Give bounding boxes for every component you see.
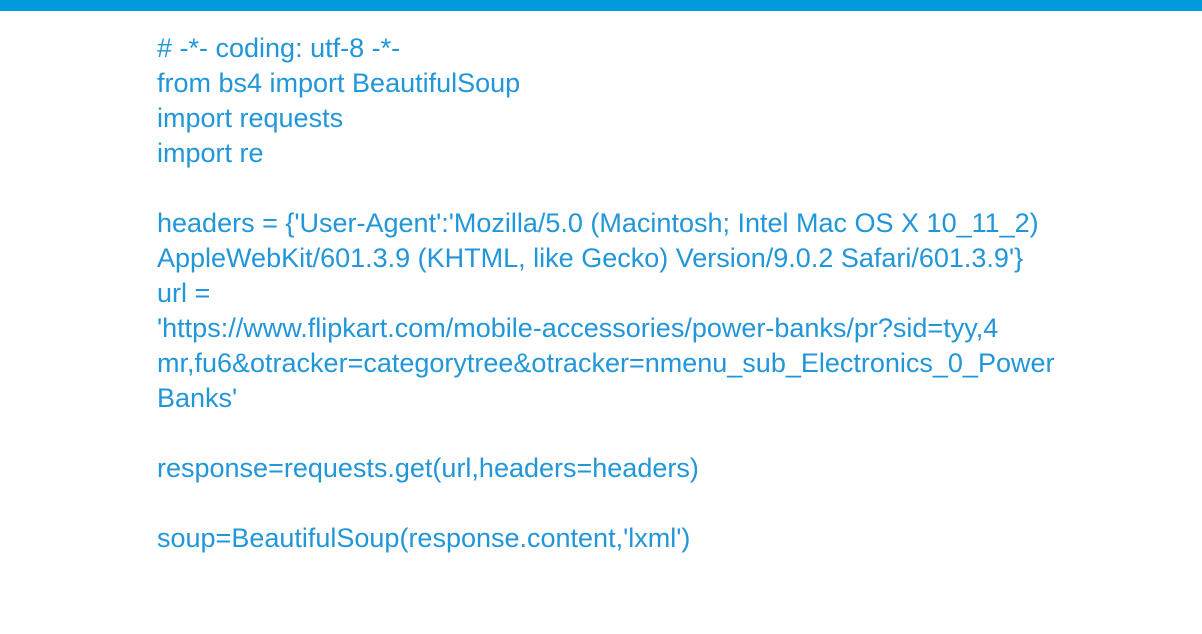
code-line: # -*- coding: utf-8 -*- bbox=[157, 33, 401, 63]
code-line: AppleWebKit/601.3.9 (KHTML, like Gecko) … bbox=[157, 243, 1024, 273]
code-line: import re bbox=[157, 138, 264, 168]
code-line: soup=BeautifulSoup(response.content,'lxm… bbox=[157, 523, 691, 553]
code-line: url = bbox=[157, 278, 211, 308]
code-line: mr,fu6&otracker=categorytree&otracker=nm… bbox=[157, 348, 1055, 378]
code-line-blank bbox=[157, 171, 1142, 206]
code-line: from bs4 import BeautifulSoup bbox=[157, 68, 521, 98]
code-line: 'https://www.flipkart.com/mobile-accesso… bbox=[157, 313, 999, 343]
code-line: response=requests.get(url,headers=header… bbox=[157, 453, 699, 483]
top-accent-bar bbox=[0, 0, 1202, 11]
code-line-blank bbox=[157, 486, 1142, 521]
code-line: import requests bbox=[157, 103, 344, 133]
code-line: headers = {'User-Agent':'Mozilla/5.0 (Ma… bbox=[157, 208, 1039, 238]
code-line-blank bbox=[157, 416, 1142, 451]
code-line: Banks' bbox=[157, 383, 238, 413]
code-block: # -*- coding: utf-8 -*- from bs4 import … bbox=[157, 31, 1142, 556]
